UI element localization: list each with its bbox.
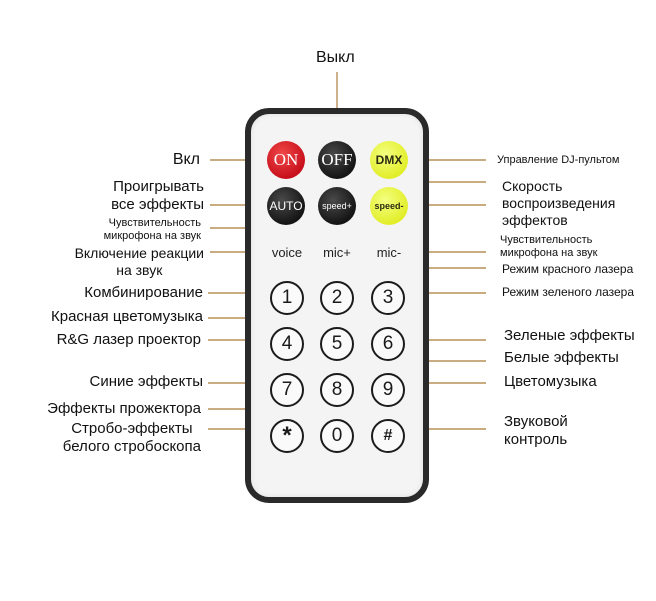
label-voice: Включение реакции на звук (75, 245, 204, 279)
label-mic-minus-line2: микрофона на звук (500, 247, 598, 260)
key-5-button[interactable]: 5 (320, 327, 354, 361)
key-7-button[interactable]: 7 (270, 373, 304, 407)
key-2-label: 2 (331, 287, 343, 308)
key-8-label: 8 (331, 379, 343, 400)
label-key-hash-line1: Звуковой (504, 413, 568, 430)
label-key-4: R&G лазер проектор (56, 331, 201, 348)
voice-button[interactable]: voice (264, 233, 310, 271)
key-3-button[interactable]: 3 (371, 281, 405, 315)
speed-minus-button[interactable]: speed- (370, 187, 408, 225)
key-2-button[interactable]: 2 (320, 281, 354, 315)
on-button[interactable]: ON (267, 141, 305, 179)
label-key-2: Режим красного лазера (502, 262, 634, 276)
label-key-1: Комбинирование (84, 284, 203, 301)
voice-button-label: voice (271, 244, 303, 260)
key-hash-button[interactable]: # (371, 419, 405, 453)
label-key-star: Стробо-эффекты белого стробоскопа (63, 420, 201, 456)
key-1-button[interactable]: 1 (270, 281, 304, 315)
label-speed-line3: эффектов (502, 211, 568, 228)
label-voice-line2: на звук (116, 261, 163, 278)
dmx-button[interactable]: DMX (370, 141, 408, 179)
label-mic-minus-line1: Чувствительность (500, 234, 593, 246)
mic-minus-button[interactable]: mic- (366, 233, 412, 271)
label-mic-plus-line1: Чувствительность (108, 217, 201, 229)
label-voice-line1: Включение реакции (74, 245, 204, 261)
speed-minus-button-label: speed- (374, 201, 404, 211)
auto-button-label: AUTO (269, 199, 303, 213)
label-on: Вкл (172, 151, 200, 168)
key-6-button[interactable]: 6 (371, 327, 405, 361)
label-off: Выкл (316, 49, 355, 66)
label-speed-line2: воспроизведения (502, 194, 616, 211)
key-8-button[interactable]: 8 (320, 373, 354, 407)
key-7-label: 7 (281, 379, 293, 400)
auto-button[interactable]: AUTO (267, 187, 305, 225)
label-key-0: Эффекты прожектора (47, 400, 201, 417)
off-button[interactable]: OFF (318, 141, 356, 179)
label-mic-plus-line2: микрофона на звук (103, 230, 201, 243)
key-3-label: 3 (382, 287, 394, 308)
mic-minus-button-label: mic- (376, 244, 402, 260)
key-5-label: 5 (331, 333, 343, 354)
key-hash-label: # (383, 427, 393, 444)
label-auto-line2: все эффекты (111, 196, 204, 213)
label-key-5: Красная цветомузыка (51, 308, 203, 325)
label-mic-plus: Чувствительность микрофона на звук (104, 217, 201, 243)
key-star-button[interactable]: * (270, 419, 304, 453)
label-key-hash-line2: контроль (504, 431, 568, 448)
label-key-9: Цветомузыка (504, 373, 597, 390)
on-button-label: ON (273, 150, 299, 169)
label-dmx: Управление DJ-пультом (497, 154, 620, 166)
mic-plus-button[interactable]: mic+ (314, 233, 360, 271)
speed-plus-button[interactable]: speed+ (318, 187, 356, 225)
label-key-star-line1: Стробо-эффекты (71, 420, 193, 437)
speed-plus-button-label: speed+ (322, 201, 352, 211)
key-0-button[interactable]: 0 (320, 419, 354, 453)
key-star-label: * (282, 422, 292, 449)
label-auto-line1: Проигрывать (113, 178, 204, 195)
label-mic-minus: Чувствительность микрофона на звук (500, 234, 597, 260)
label-speed-line1: Скорость (502, 178, 563, 194)
key-4-button[interactable]: 4 (270, 327, 304, 361)
label-auto: Проигрывать все эффекты (111, 178, 204, 214)
label-key-6: Зеленые эффекты (504, 327, 635, 344)
off-button-label: OFF (321, 150, 353, 169)
label-key-star-line2: белого стробоскопа (62, 438, 201, 455)
key-4-label: 4 (281, 333, 293, 354)
label-speed: Скорость воспроизведения эффектов (502, 178, 615, 228)
key-1-label: 1 (281, 287, 293, 308)
key-6-label: 6 (382, 333, 394, 354)
key-9-button[interactable]: 9 (371, 373, 405, 407)
dmx-button-label: DMX (375, 153, 403, 167)
label-key-3: Режим зеленого лазера (502, 285, 634, 299)
key-0-label: 0 (331, 425, 343, 446)
label-key-8: Белые эффекты (504, 349, 619, 366)
mic-plus-button-label: mic+ (323, 244, 351, 260)
label-key-7: Синие эффекты (89, 373, 203, 390)
label-key-hash: Звуковой контроль (504, 413, 568, 449)
key-9-label: 9 (382, 379, 394, 400)
